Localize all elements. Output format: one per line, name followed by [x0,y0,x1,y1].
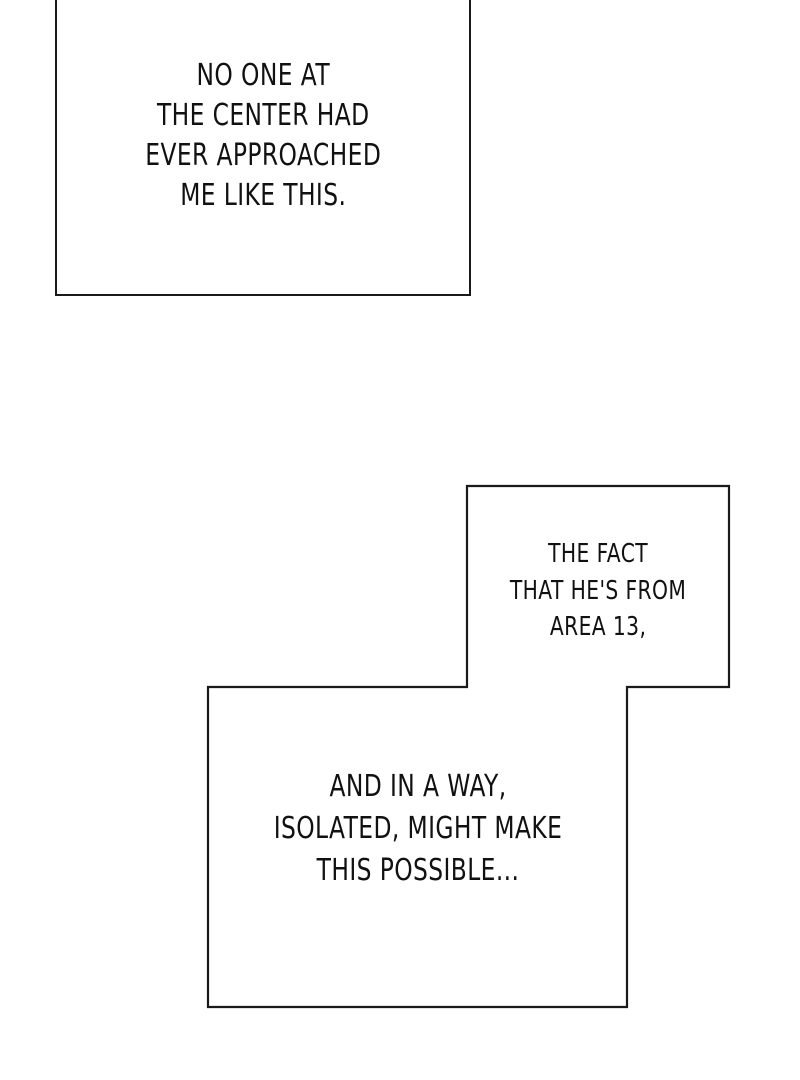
caption-line: ME LIKE THIS. [179,177,347,213]
caption-line: NO ONE AT [196,58,330,94]
caption-area-lower: AND IN A WAY, ISOLATED, MIGHT MAKE THIS … [208,764,628,894]
caption-line: THAT HE'S FROM [509,575,687,606]
caption-line: THE CENTER HAD [156,98,370,134]
caption-line: AND IN A WAY, [329,769,507,804]
stepped-box-path [206,484,731,1009]
caption-area-upper: THE FACT THAT HE'S FROM AREA 13, [466,506,730,676]
stepped-box-outline [206,484,731,1009]
caption-text-upper: THE FACT THAT HE'S FROM AREA 13, [510,536,686,645]
caption-line: AREA 13, [549,612,647,643]
caption-text-lower: AND IN A WAY, ISOLATED, MIGHT MAKE THIS … [274,766,563,892]
caption-line: EVER APPROACHED [145,138,381,173]
caption-line: THIS POSSIBLE... [316,853,520,888]
caption-text-top: NO ONE AT THE CENTER HAD EVER APPROACHED… [145,56,381,216]
caption-box-top: NO ONE AT THE CENTER HAD EVER APPROACHED… [55,0,471,296]
caption-line: ISOLATED, MIGHT MAKE [273,811,563,846]
caption-box-stepped: THE FACT THAT HE'S FROM AREA 13, AND IN … [206,484,732,1010]
caption-line: THE FACT [548,539,648,570]
